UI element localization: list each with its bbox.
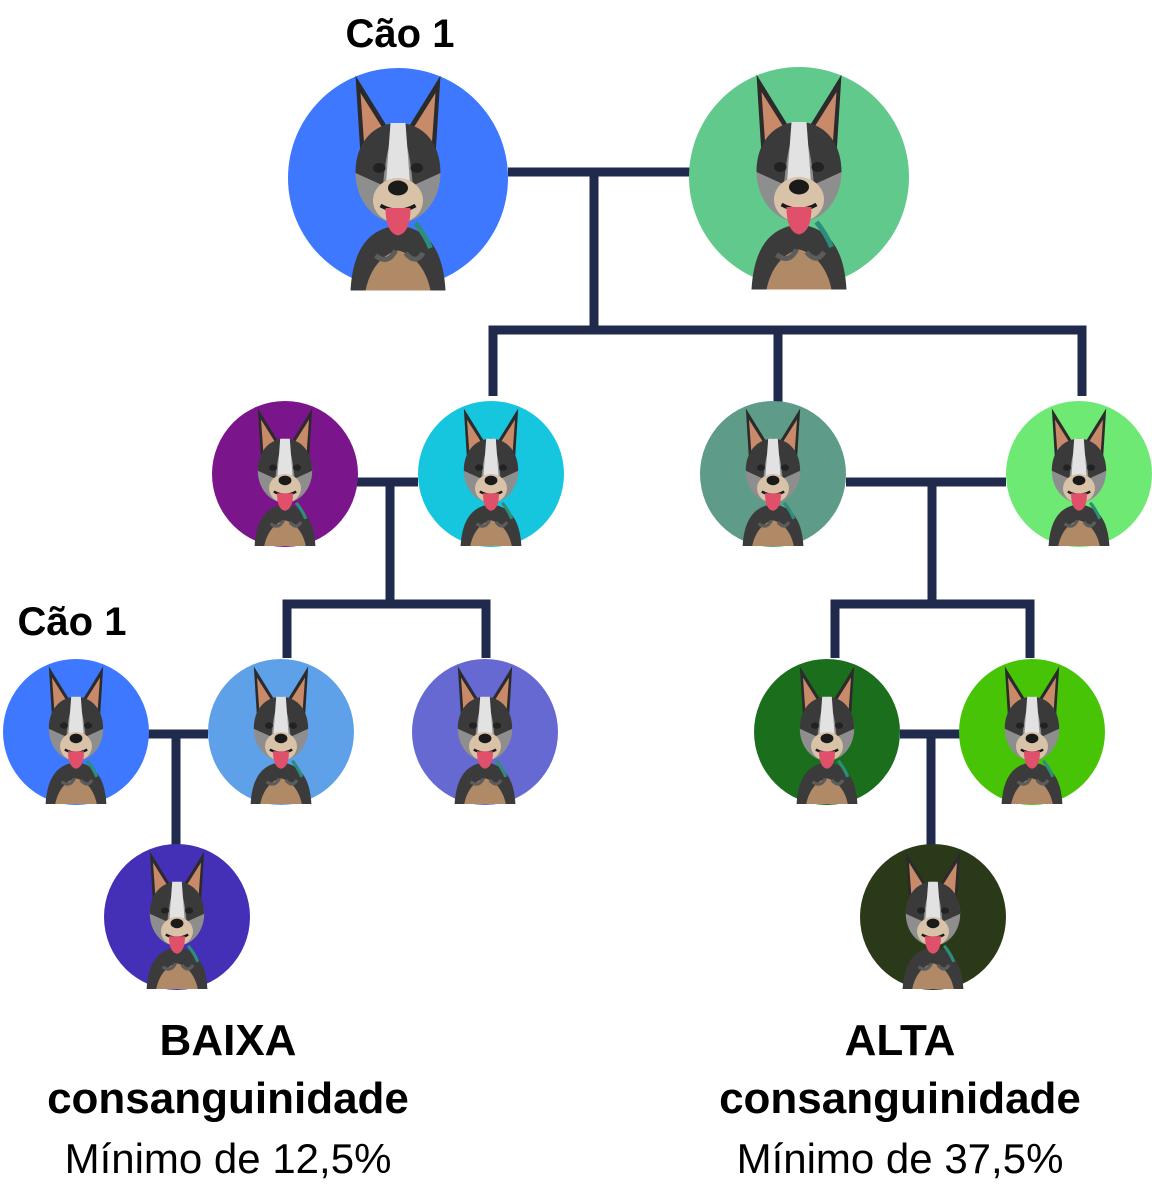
- dog-node-gen2-a: [212, 401, 358, 548]
- left-result-minimum: Mínimo de 12,5%: [64, 1135, 392, 1182]
- dog-node-gen1-left: [288, 68, 508, 291]
- left-result-term: consanguinidade: [47, 1074, 409, 1123]
- dog-node-gen1-right: [689, 67, 909, 290]
- left-dog-label: Cão 1: [17, 600, 127, 644]
- connector-lines: [148, 167, 1087, 846]
- dog-node-gen4-left: [104, 844, 250, 991]
- dog-node-gen3-c: [412, 659, 558, 806]
- dog-node-gen2-d: [1006, 401, 1152, 548]
- dog-node-gen3-d: [754, 659, 900, 806]
- right-result-level: ALTA: [844, 1016, 956, 1065]
- left-result-level: BAIXA: [159, 1016, 297, 1065]
- right-result-minimum: Mínimo de 37,5%: [736, 1135, 1064, 1182]
- right-result-term: consanguinidade: [719, 1074, 1081, 1123]
- dog-node-gen3-a: [3, 659, 149, 806]
- dog-node-gen3-b: [208, 659, 354, 806]
- dog-node-gen2-c: [700, 401, 846, 548]
- dog-node-gen4-right: [860, 844, 1006, 991]
- dog-node-gen2-b: [418, 401, 564, 548]
- top-dog-label: Cão 1: [345, 12, 455, 56]
- dog-node-gen3-e: [959, 659, 1105, 806]
